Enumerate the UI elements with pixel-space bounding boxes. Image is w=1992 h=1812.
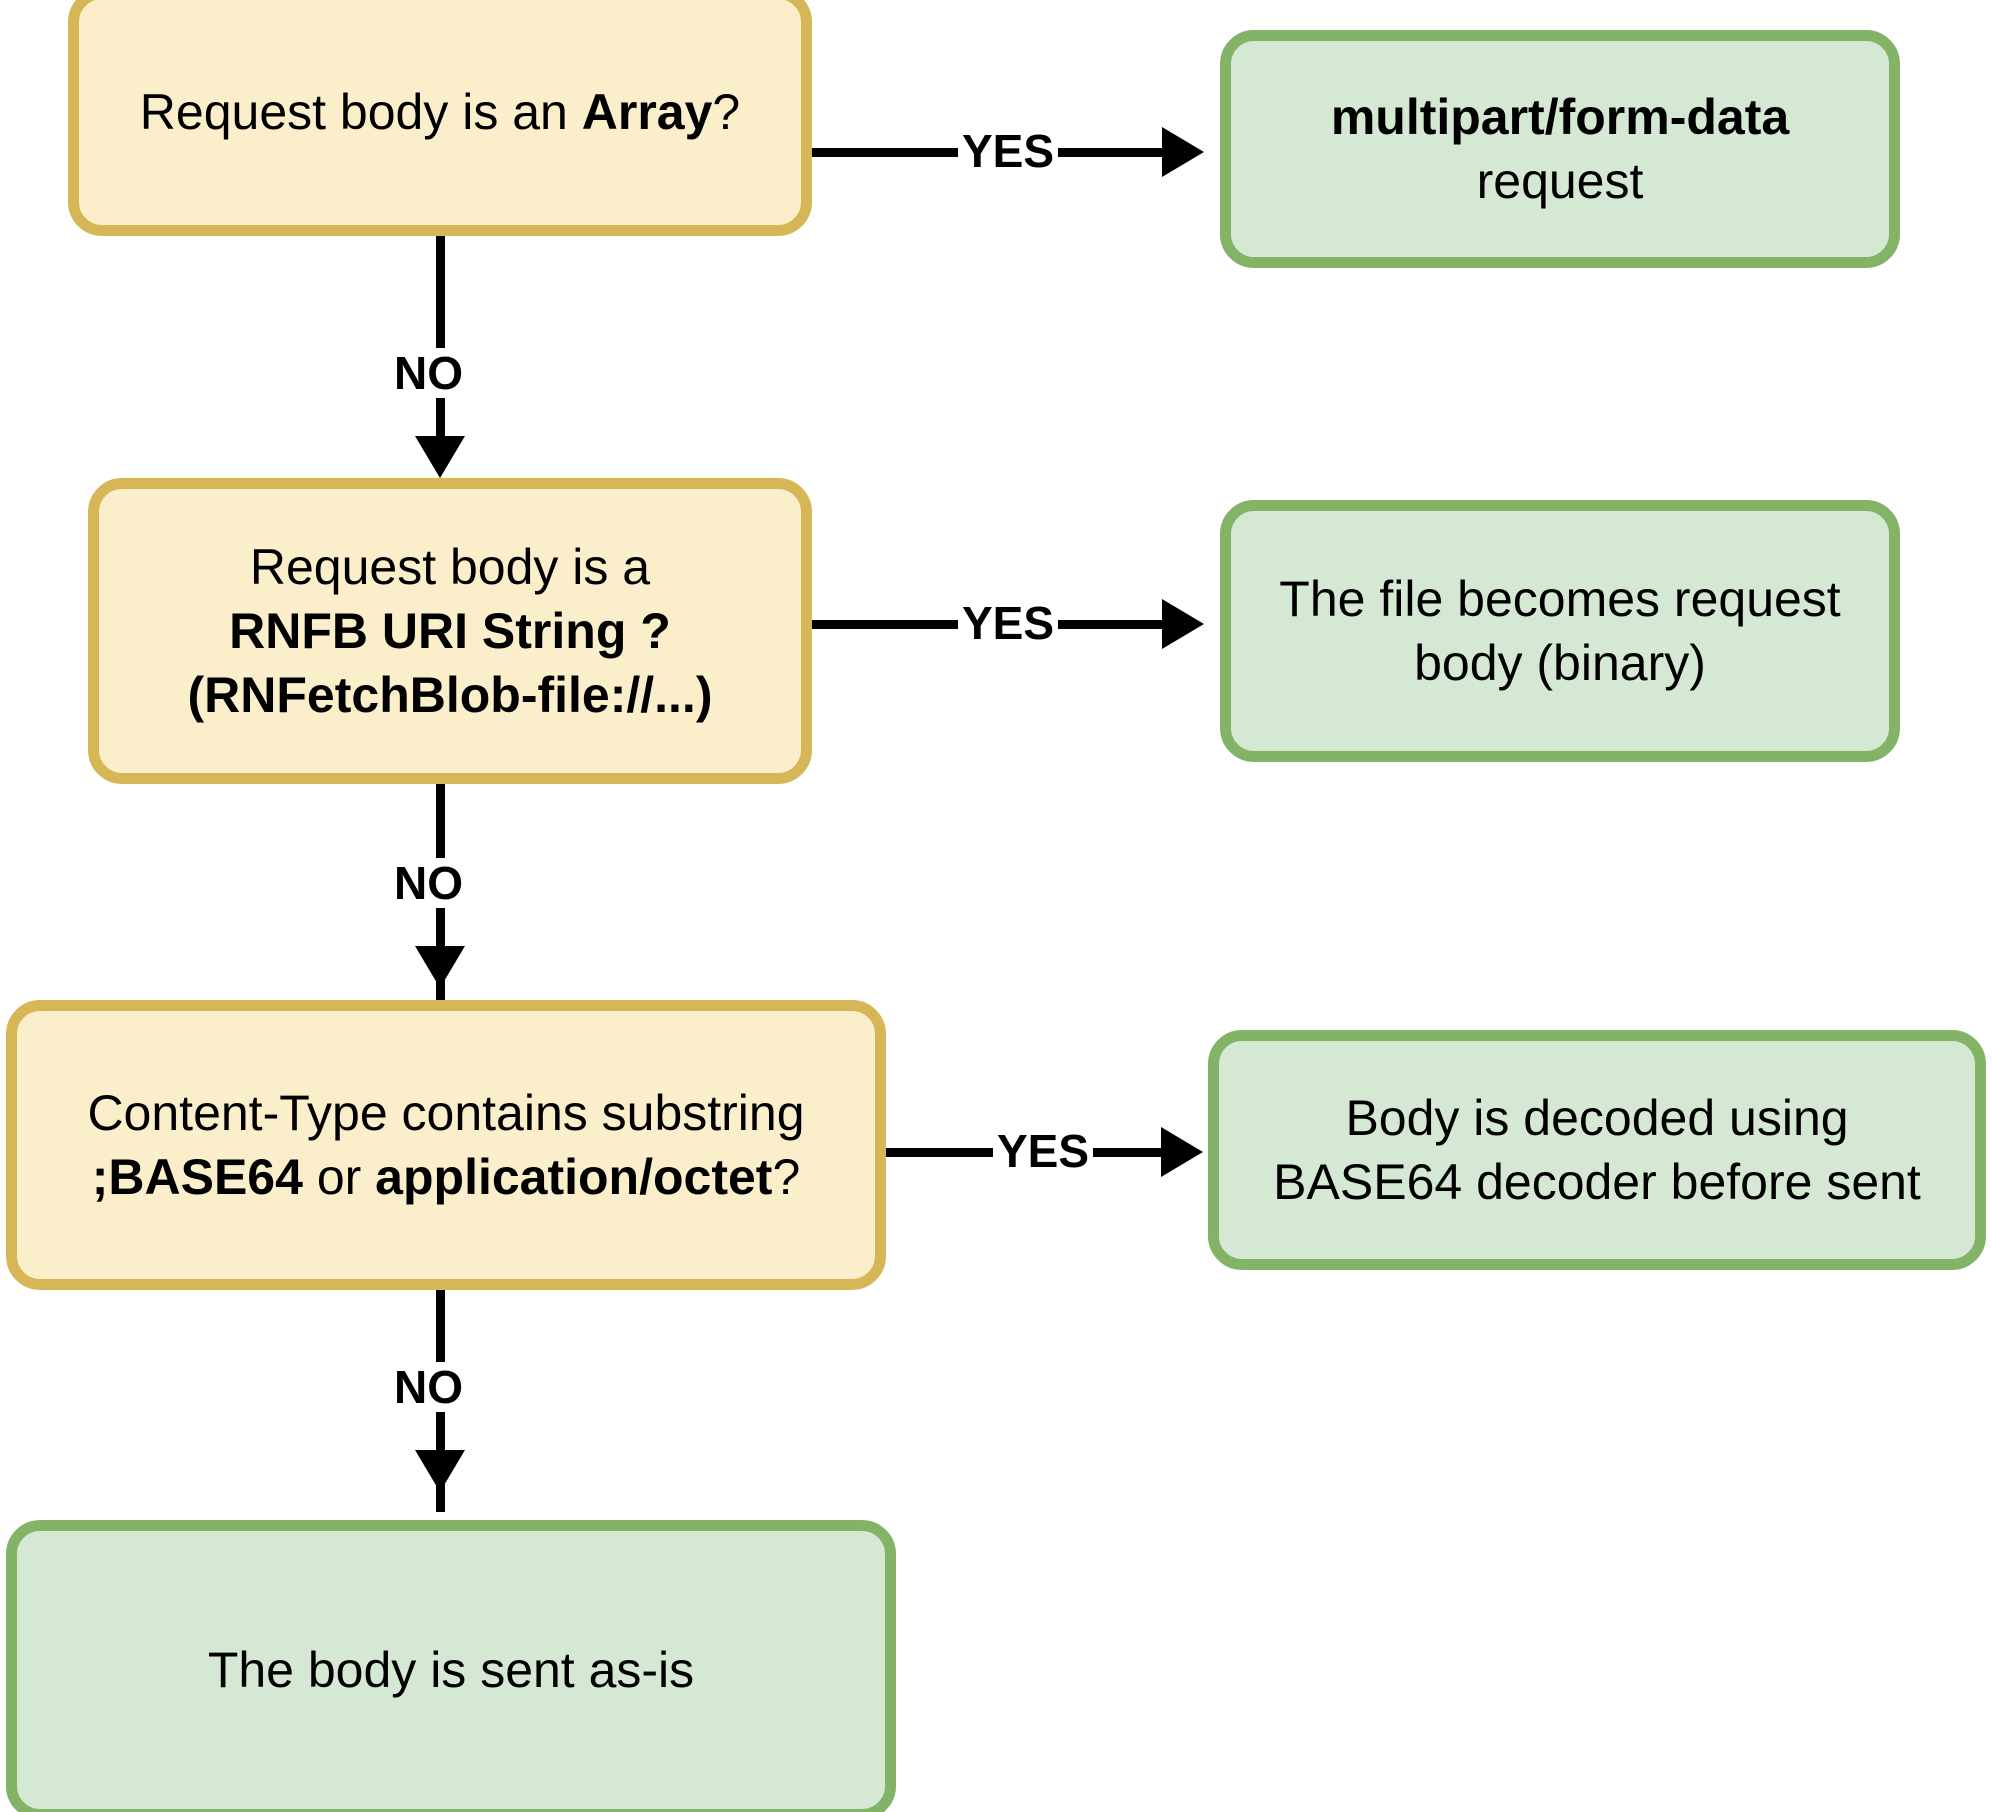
text-line: Body is decoded using — [1345, 1090, 1849, 1146]
edge-label-yes-3: YES — [993, 1126, 1094, 1176]
text-line: BASE64 decoder before sent — [1273, 1154, 1921, 1210]
edge-label-yes-2: YES — [958, 598, 1059, 648]
terminal-node-base64-decoded[interactable]: Body is decoded using BASE64 decoder bef… — [1208, 1030, 1986, 1270]
terminal-node-base64-decoded-text: Body is decoded using BASE64 decoder bef… — [1219, 1086, 1975, 1214]
edge-no-2-arrowhead — [415, 946, 465, 988]
edge-yes-1-arrowhead — [1162, 127, 1204, 177]
edge-yes-3-arrowhead — [1161, 1127, 1203, 1177]
terminal-node-multipart[interactable]: multipart/form-data request — [1220, 30, 1900, 268]
text-line: The file becomes request — [1279, 571, 1841, 627]
edge-yes-2-arrowhead — [1162, 599, 1204, 649]
terminal-node-sent-as-is-text: The body is sent as-is — [17, 1638, 885, 1702]
terminal-node-file-becomes-body-text: The file becomes request body (binary) — [1231, 567, 1889, 695]
decision-node-content-type-text: Content-Type contains substring ;BASE64 … — [17, 1081, 875, 1209]
terminal-node-sent-as-is[interactable]: The body is sent as-is — [6, 1520, 896, 1812]
text-line: ;BASE64 or application/octet? — [91, 1149, 801, 1205]
text-line: body (binary) — [1414, 635, 1706, 691]
edge-no-3-arrowhead — [415, 1450, 465, 1492]
decision-node-rnfb-uri-text: Request body is a RNFB URI String ? (RNF… — [99, 535, 801, 727]
edge-label-no-3: NO — [390, 1362, 467, 1412]
text-line: (RNFetchBlob-file://...) — [187, 667, 713, 723]
text-line: request — [1476, 153, 1644, 209]
edge-label-no-2: NO — [390, 858, 467, 908]
terminal-node-file-becomes-body[interactable]: The file becomes request body (binary) — [1220, 500, 1900, 762]
edge-label-no-1: NO — [390, 348, 467, 398]
decision-node-rnfb-uri[interactable]: Request body is a RNFB URI String ? (RNF… — [88, 478, 812, 784]
edge-label-yes-1: YES — [958, 126, 1059, 176]
text-line: RNFB URI String ? — [229, 603, 671, 659]
text-line: Content-Type contains substring — [87, 1085, 805, 1141]
edge-no-1-line — [436, 236, 445, 456]
terminal-node-multipart-text: multipart/form-data request — [1231, 85, 1889, 213]
text-line: Request body is an Array? — [139, 84, 741, 140]
decision-node-content-type[interactable]: Content-Type contains substring ;BASE64 … — [6, 1000, 886, 1290]
text-line: The body is sent as-is — [207, 1642, 695, 1698]
decision-node-array[interactable]: Request body is an Array? — [68, 0, 812, 236]
edge-no-1-arrowhead — [415, 436, 465, 478]
decision-node-array-text: Request body is an Array? — [79, 80, 801, 144]
text-line: multipart/form-data — [1330, 89, 1790, 145]
text-line: Request body is a — [249, 539, 651, 595]
